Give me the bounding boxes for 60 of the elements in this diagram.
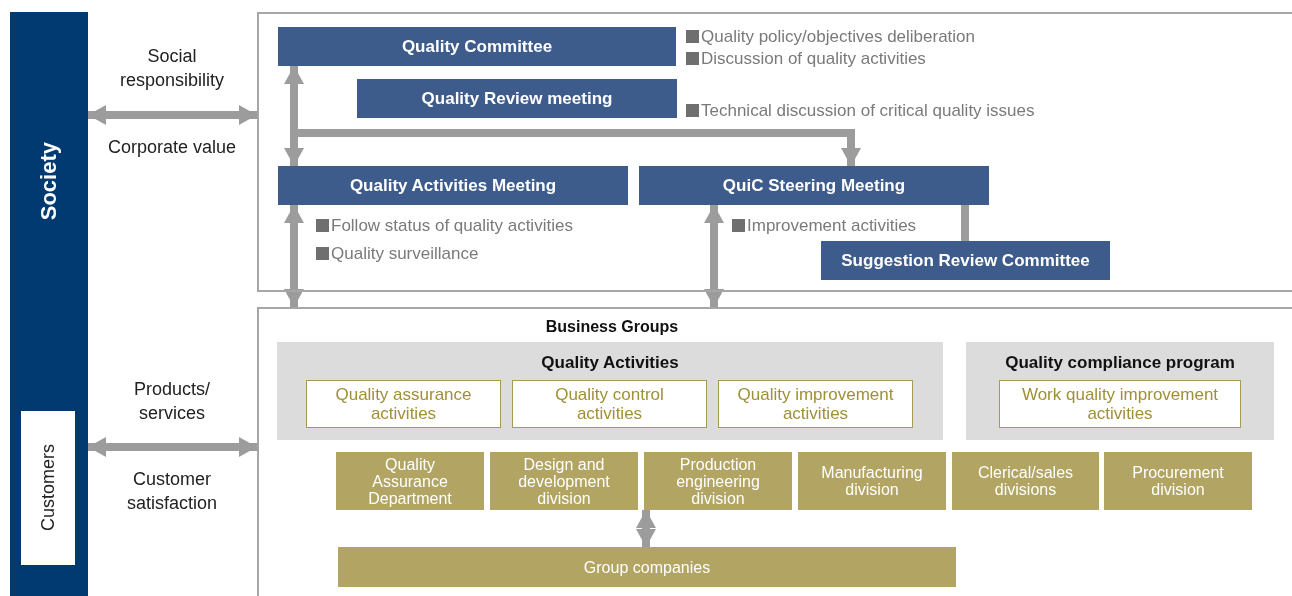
- node-label: Procurement division: [1131, 464, 1225, 498]
- node-label: Design and development division: [517, 455, 611, 507]
- double-arrow: [88, 437, 257, 457]
- node-label: Society: [36, 142, 62, 221]
- node-label: Quality compliance program: [1005, 353, 1235, 373]
- meeting-box: [821, 241, 1110, 280]
- division-box: [336, 452, 484, 510]
- division-box: [798, 452, 946, 510]
- node-label: Quality Review meeting: [421, 88, 613, 109]
- node-label: Clerical/sales divisions: [976, 464, 1075, 498]
- customers-box: [21, 411, 75, 565]
- meeting-box: [278, 166, 628, 205]
- note-text: Follow status of quality activities: [316, 216, 573, 236]
- relation-label: Customer satisfaction: [125, 468, 218, 515]
- node-label: Quality control activities: [554, 385, 665, 423]
- panel-frame: [257, 307, 1292, 596]
- node-label: Quality Assurance Department: [367, 455, 453, 507]
- note-text: Discussion of quality activities: [686, 49, 926, 69]
- node-label: Quality Activities: [541, 353, 679, 373]
- note-text: Quality policy/objectives deliberation: [686, 27, 976, 47]
- meeting-box: [278, 27, 676, 66]
- division-box: [338, 547, 956, 587]
- double-arrow: [636, 510, 656, 547]
- node-label: Quality assurance activities: [334, 385, 473, 423]
- relation-label: Products/ services: [132, 378, 211, 425]
- note-text: Quality surveillance: [316, 244, 479, 264]
- meeting-box: [639, 166, 989, 205]
- double-arrow: [704, 205, 724, 307]
- double-arrow: [284, 205, 304, 307]
- node-label: Work quality improvement activities: [1020, 385, 1220, 423]
- activity-box: [306, 380, 501, 428]
- relation-label: Social responsibility: [118, 45, 225, 92]
- node-label: Quality improvement activities: [736, 385, 895, 423]
- society-bar: [10, 12, 88, 596]
- activity-box: [718, 380, 913, 428]
- note-text: Technical discussion of critical quality issues: [686, 101, 1035, 121]
- division-box: [644, 452, 792, 510]
- node-label: Quality Committee: [401, 36, 553, 57]
- group-panel: [277, 342, 943, 440]
- activity-box: [512, 380, 707, 428]
- node-label: Production engineering division: [675, 455, 761, 507]
- node-label: Customers: [37, 444, 59, 532]
- double-arrow: [88, 105, 257, 125]
- division-box: [952, 452, 1099, 510]
- division-box: [490, 452, 638, 510]
- node-label: QuiC Steering Meeting: [722, 175, 906, 196]
- panel-frame: [257, 12, 1292, 292]
- division-box: [1104, 452, 1252, 510]
- activity-box: [999, 380, 1241, 428]
- relation-label: Corporate value: [107, 136, 237, 159]
- node-label: Manufacturing division: [820, 464, 924, 498]
- note-text: Improvement activities: [732, 216, 917, 236]
- node-label: Quality Activities Meeting: [349, 175, 557, 196]
- node-label: Group companies: [582, 558, 712, 576]
- connector-line: [961, 205, 969, 241]
- node-label: Suggestion Review Committee: [841, 250, 1090, 271]
- arrow: [290, 66, 861, 166]
- group-panel: [966, 342, 1274, 440]
- node-label: Business Groups: [545, 318, 679, 336]
- meeting-box: [357, 79, 677, 118]
